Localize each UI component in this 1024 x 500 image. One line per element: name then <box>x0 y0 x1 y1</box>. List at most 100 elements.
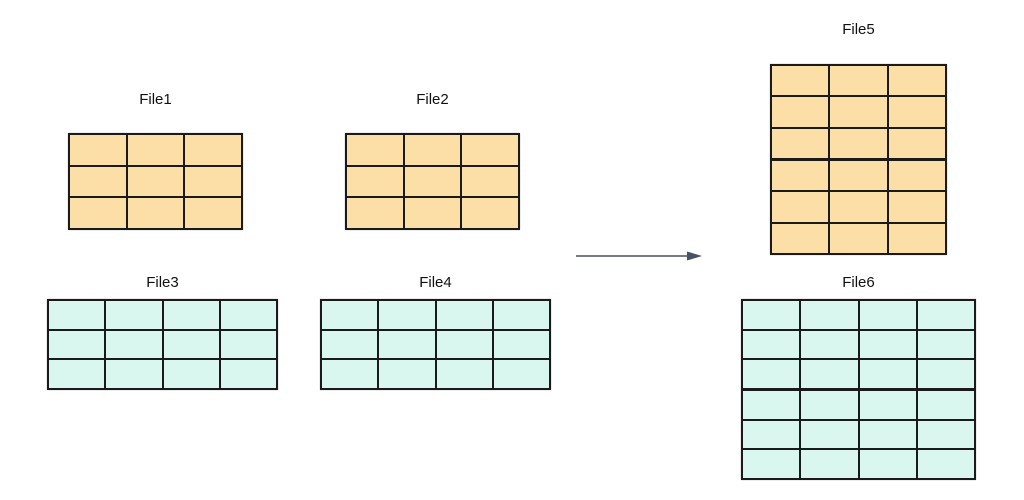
file3-group: File3 <box>47 274 278 390</box>
grid-cell <box>917 420 974 449</box>
grid-cell <box>743 420 800 449</box>
grid-cell <box>888 192 945 222</box>
grid-cell <box>70 198 126 228</box>
grid-cell <box>888 223 945 253</box>
grid-cell <box>127 166 184 197</box>
grid-cell <box>859 330 916 359</box>
grid-cell <box>830 97 887 127</box>
file4-block <box>320 299 551 390</box>
grid-cell <box>772 97 829 127</box>
grid-cell <box>70 135 126 165</box>
file4-group: File4 <box>320 274 551 390</box>
grid-cell <box>220 301 276 329</box>
grid-cell <box>347 166 403 197</box>
grid-cell <box>462 135 518 165</box>
grid-cell <box>859 391 916 419</box>
grid-cell <box>127 135 184 165</box>
grid-cell <box>220 330 276 359</box>
grid-cell <box>859 450 916 478</box>
grid-cell <box>49 301 105 329</box>
grid-cell <box>185 198 241 228</box>
file6-block <box>741 389 976 480</box>
file5-label: File5 <box>842 21 875 38</box>
grid-cell <box>220 360 276 388</box>
file5-grid <box>770 64 947 255</box>
merge-arrow-icon <box>576 251 702 261</box>
grid-cell <box>322 301 378 329</box>
grid-cell <box>347 198 403 228</box>
grid-cell <box>917 301 974 329</box>
grid-cell <box>106 330 162 359</box>
grid-cell <box>917 330 974 359</box>
grid-cell <box>462 166 518 197</box>
grid-cell <box>859 301 916 329</box>
grid-cell <box>772 128 829 158</box>
grid-cell <box>70 166 126 197</box>
file5-block <box>770 64 947 160</box>
grid-cell <box>743 301 800 329</box>
grid-cell <box>493 330 549 359</box>
grid-cell <box>830 192 887 222</box>
grid-cell <box>743 450 800 478</box>
grid-cell <box>163 360 219 388</box>
file6-group: File6 <box>741 274 976 480</box>
file6-label: File6 <box>842 274 875 291</box>
file3-label: File3 <box>146 274 179 291</box>
grid-cell <box>49 360 105 388</box>
grid-cell <box>772 161 829 191</box>
grid-cell <box>830 161 887 191</box>
grid-cell <box>917 450 974 478</box>
grid-cell <box>404 135 461 165</box>
grid-cell <box>888 161 945 191</box>
grid-cell <box>888 128 945 158</box>
grid-cell <box>917 360 974 388</box>
grid-cell <box>888 97 945 127</box>
grid-cell <box>493 360 549 388</box>
grid-cell <box>379 360 435 388</box>
grid-cell <box>185 135 241 165</box>
file3-grid <box>47 299 278 390</box>
grid-cell <box>185 166 241 197</box>
grid-cell <box>743 391 800 419</box>
file2-grid <box>345 133 520 230</box>
grid-cell <box>436 301 492 329</box>
grid-cell <box>106 360 162 388</box>
file6-block <box>741 299 976 390</box>
grid-cell <box>801 420 858 449</box>
grid-cell <box>379 301 435 329</box>
grid-cell <box>801 391 858 419</box>
grid-cell <box>801 450 858 478</box>
file5-block <box>770 159 947 255</box>
grid-cell <box>436 360 492 388</box>
file1-block <box>68 133 243 230</box>
grid-cell <box>163 301 219 329</box>
grid-cell <box>888 66 945 96</box>
grid-cell <box>859 420 916 449</box>
grid-cell <box>462 198 518 228</box>
grid-cell <box>830 128 887 158</box>
grid-cell <box>379 330 435 359</box>
grid-cell <box>743 330 800 359</box>
grid-cell <box>106 301 162 329</box>
grid-cell <box>801 301 858 329</box>
file1-label: File1 <box>139 91 172 108</box>
file5-group: File5 <box>770 21 947 255</box>
file2-group: File2 <box>345 91 520 230</box>
grid-cell <box>772 192 829 222</box>
grid-cell <box>322 360 378 388</box>
grid-cell <box>830 66 887 96</box>
grid-cell <box>859 360 916 388</box>
grid-cell <box>127 198 184 228</box>
grid-cell <box>743 360 800 388</box>
grid-cell <box>830 223 887 253</box>
file3-block <box>47 299 278 390</box>
file2-block <box>345 133 520 230</box>
grid-cell <box>436 330 492 359</box>
file6-grid <box>741 299 976 480</box>
grid-cell <box>493 301 549 329</box>
file4-grid <box>320 299 551 390</box>
grid-cell <box>917 391 974 419</box>
grid-cell <box>163 330 219 359</box>
grid-cell <box>322 330 378 359</box>
